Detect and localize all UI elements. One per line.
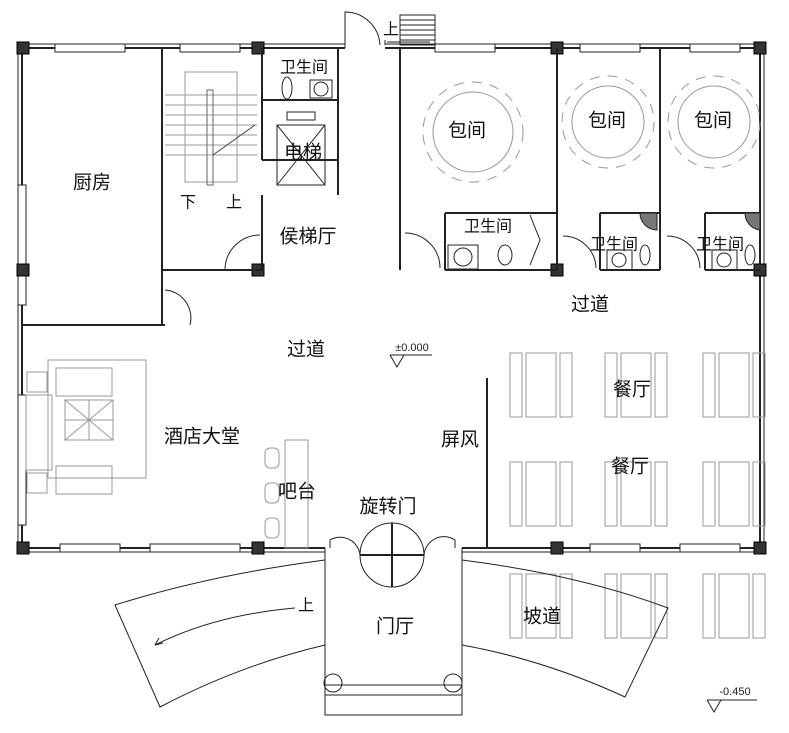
label-elevator: 电梯 xyxy=(284,142,322,164)
round-tables xyxy=(422,75,761,183)
dining-table-set xyxy=(702,461,766,527)
label-private-room-2: 包间 xyxy=(588,110,626,132)
ramp xyxy=(114,559,669,708)
doors xyxy=(164,11,701,326)
dining-table-set xyxy=(604,461,668,527)
label-dining-2: 餐厅 xyxy=(611,456,649,478)
label-vestibule: 门厅 xyxy=(376,616,414,638)
dining-table-set xyxy=(604,573,668,639)
label-kitchen: 厨房 xyxy=(73,172,111,194)
columns xyxy=(16,41,767,555)
dining-table-set xyxy=(509,461,573,527)
label-stair-down: 下 xyxy=(180,193,196,212)
sanitary-fixtures xyxy=(281,76,761,271)
exterior-stair xyxy=(384,14,436,46)
label-ramp-up: 上 xyxy=(298,596,314,615)
interior-walls xyxy=(22,48,760,548)
label-elevator-lobby: 侯梯厅 xyxy=(279,226,336,248)
exterior-walls xyxy=(17,43,765,553)
label-corridor-center: 过道 xyxy=(287,339,325,361)
label-ramp: 坡道 xyxy=(523,606,561,628)
label-lobby: 酒店大堂 xyxy=(164,426,240,448)
label-toilet-core: 卫生间 xyxy=(280,58,328,77)
elevator-car xyxy=(276,111,326,186)
label-corridor-right: 过道 xyxy=(571,294,609,316)
label-toilet-2: 卫生间 xyxy=(590,235,638,254)
lobby-sofa-set xyxy=(25,359,147,495)
label-outside-level: -0.450 xyxy=(719,686,750,698)
dining-table-set xyxy=(509,352,573,418)
dining-table-set xyxy=(702,573,766,639)
label-toilet-3: 卫生间 xyxy=(696,235,744,254)
label-dining-1: 餐厅 xyxy=(613,379,651,401)
label-bar: 吧台 xyxy=(278,481,316,503)
label-top-stair-up: 上 xyxy=(383,20,399,39)
dining-table-set xyxy=(604,352,668,418)
staircase xyxy=(165,71,257,186)
label-private-room-1: 包间 xyxy=(448,120,486,142)
label-screen: 屏风 xyxy=(441,429,479,451)
dining-table-set xyxy=(509,573,573,639)
dining-table-set xyxy=(702,352,766,418)
level-markers xyxy=(389,354,757,713)
label-toilet-1: 卫生间 xyxy=(464,217,512,236)
dining-tables xyxy=(509,352,766,639)
label-floor-level: ±0.000 xyxy=(395,342,429,354)
label-stair-up: 上 xyxy=(226,193,242,212)
entrance xyxy=(323,522,463,716)
label-private-room-3: 包间 xyxy=(694,110,732,132)
label-revolving-door: 旋转门 xyxy=(359,496,416,518)
bar-counter xyxy=(264,439,309,549)
